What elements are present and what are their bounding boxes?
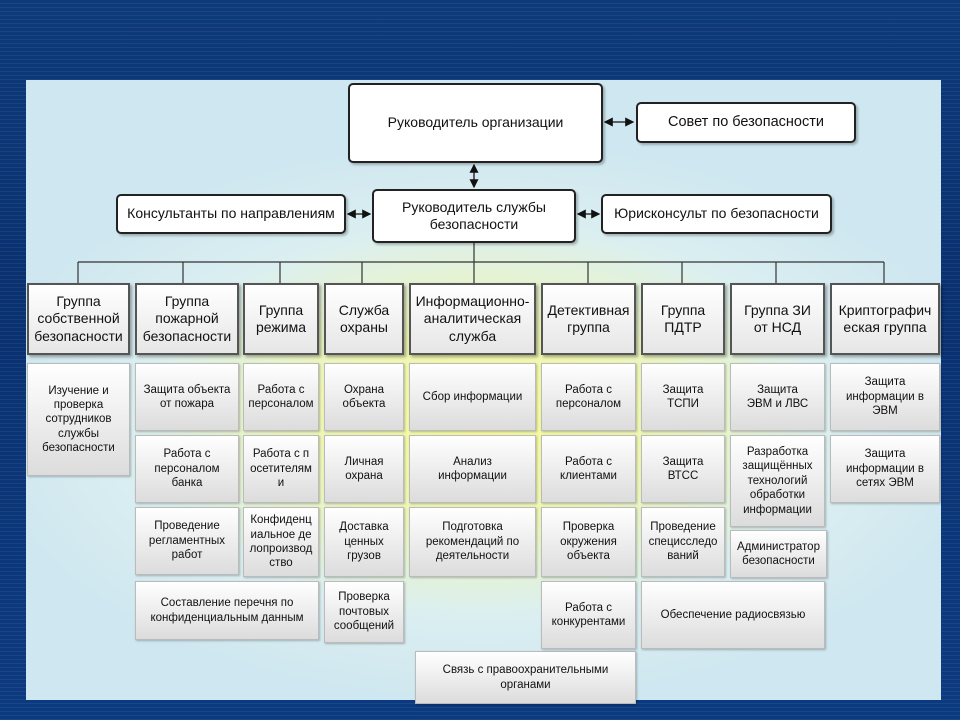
task-box: Защита объекта от пожара	[135, 363, 239, 431]
task-box: Проверка окружения объекта	[541, 507, 636, 577]
legal-counsel-box: Юрисконсульт по безопасности	[601, 194, 832, 234]
task-box: Работа с клиентами	[541, 435, 636, 503]
task-box: Работа с персоналом	[541, 363, 636, 431]
task-label: Изучение и проверка сотрудников службы б…	[42, 384, 115, 455]
task-box: Защита ТСПИ	[641, 363, 725, 431]
task-label: Связь с правоохранительными органами	[442, 664, 609, 691]
task-label: Сбор информации	[422, 390, 523, 403]
task-box: Проведение специсследований	[641, 507, 725, 577]
dept-title: Группа ПДТР	[660, 301, 706, 336]
task-box: Защита ВТСС	[641, 435, 725, 503]
dept-title: Группа ЗИ от НСД	[744, 301, 811, 336]
task-label: Составление перечня по конфиденциальным …	[150, 597, 304, 624]
security-head-box: Руководитель службы безопасности	[372, 189, 576, 243]
dept-title: Информационно-аналитическая служба	[415, 292, 530, 344]
dept-title: Детективная группа	[547, 301, 630, 336]
task-label: Проверка окружения объекта	[560, 521, 617, 563]
task-box: Защита информации в сетях ЭВМ	[830, 435, 940, 503]
task-label: Проведение регламентных работ	[148, 520, 226, 562]
task-box: Доставка ценных грузов	[324, 507, 404, 577]
dept-title: Группа режима	[256, 301, 307, 336]
task-label: Подготовка рекомендаций по деятельности	[425, 521, 520, 563]
task-label: Личная охрана	[344, 455, 384, 482]
head-of-organization-label: Руководитель организации	[387, 114, 564, 131]
task-label: Проверка почтовых сообщений	[333, 591, 395, 633]
consultants-box: Консультанты по направлениям	[116, 194, 346, 234]
dept-nsd: Группа ЗИ от НСД	[730, 283, 825, 355]
consultants-label: Консультанты по направлениям	[127, 205, 335, 222]
dept-regime: Группа режима	[243, 283, 319, 355]
dept-fire-safety: Группа пожарной безопасности	[135, 283, 239, 355]
task-box: Обеспечение радиосвязью	[641, 581, 825, 649]
task-box: Конфиденциальное делопроизводство	[243, 507, 319, 577]
task-label: Работа с персоналом банка	[154, 448, 220, 490]
task-box: Работа с посетителями	[243, 435, 319, 503]
task-label: Проведение специсследований	[648, 521, 718, 563]
task-label: Обеспечение радиосвязью	[660, 608, 806, 621]
task-label: Защита ЭВМ и ЛВС	[746, 383, 809, 410]
task-label: Работа с посетителями	[250, 448, 312, 490]
task-label: Анализ информации	[438, 455, 507, 482]
legal-counsel-label: Юрисконсульт по безопасности	[614, 205, 819, 222]
dept-title: Криптографическая группа	[838, 301, 932, 336]
task-box: Работа с персоналом банка	[135, 435, 239, 503]
security-council-box: Совет по безопасности	[636, 102, 856, 143]
task-label: Охрана объекта	[342, 383, 386, 410]
task-box: Проверка почтовых сообщений	[324, 581, 404, 643]
task-box: Защита информации в ЭВМ	[830, 363, 940, 431]
dept-title: Группа пожарной безопасности	[142, 292, 232, 344]
task-label: Конфиденциальное делопроизводство	[249, 514, 313, 570]
task-label: Администратор безопасности	[737, 540, 820, 567]
task-box: Охрана объекта	[324, 363, 404, 431]
task-label: Доставка ценных грузов	[339, 521, 389, 563]
task-label: Разработка защищённых технологий обработ…	[742, 446, 813, 516]
task-box: Сбор информации	[409, 363, 536, 431]
task-box: Изучение и проверка сотрудников службы б…	[27, 363, 130, 476]
dept-guard: Служба охраны	[324, 283, 404, 355]
dept-analytics: Информационно-аналитическая служба	[409, 283, 536, 355]
task-box: Составление перечня по конфиденциальным …	[135, 581, 319, 640]
task-box: Работа с персоналом	[243, 363, 319, 431]
task-box: Защита ЭВМ и ЛВС	[730, 363, 825, 431]
task-box: Администратор безопасности	[730, 530, 827, 578]
dept-title: Служба охраны	[338, 301, 390, 336]
dept-title: Группа собственной безопасности	[34, 292, 123, 344]
task-box: Разработка защищённых технологий обработ…	[730, 435, 825, 527]
task-box: Личная охрана	[324, 435, 404, 503]
task-box: Подготовка рекомендаций по деятельности	[409, 507, 536, 577]
task-label: Работа с конкурентами	[551, 601, 626, 628]
head-of-organization-box: Руководитель организации	[348, 83, 603, 163]
task-label: Защита информации в ЭВМ	[845, 376, 925, 418]
security-council-label: Совет по безопасности	[668, 114, 824, 131]
task-label: Работа с персоналом	[555, 383, 622, 410]
dept-detective: Детективная группа	[541, 283, 636, 355]
task-box: Работа с конкурентами	[541, 581, 636, 649]
dept-crypto: Криптографическая группа	[830, 283, 940, 355]
task-box: Связь с правоохранительными органами	[415, 651, 636, 704]
dept-own-security: Группа собственной безопасности	[27, 283, 130, 355]
security-head-label: Руководитель службы безопасности	[401, 198, 546, 233]
dept-pdtr: Группа ПДТР	[641, 283, 725, 355]
task-label: Защита ВТСС	[662, 455, 704, 482]
task-label: Защита ТСПИ	[662, 383, 704, 410]
task-label: Работа с клиентами	[560, 455, 617, 482]
task-label: Защита информации в сетях ЭВМ	[845, 448, 925, 490]
task-label: Защита объекта от пожара	[143, 383, 231, 410]
task-box: Проведение регламентных работ	[135, 507, 239, 575]
task-box: Анализ информации	[409, 435, 536, 503]
task-label: Работа с персоналом	[248, 383, 314, 410]
